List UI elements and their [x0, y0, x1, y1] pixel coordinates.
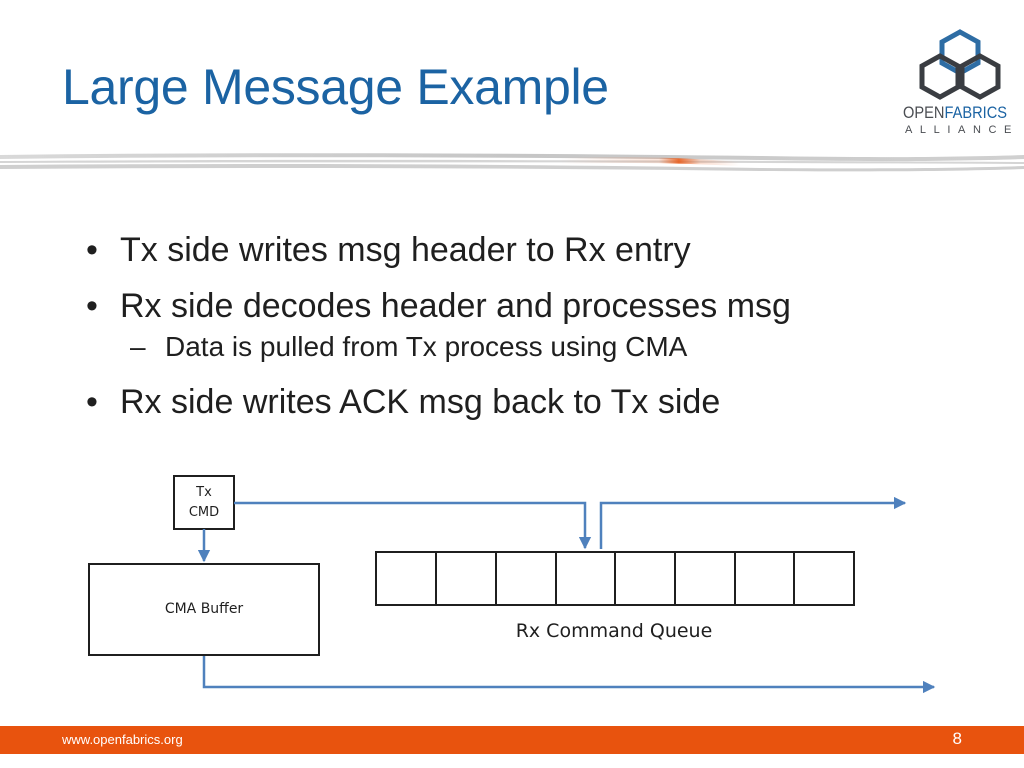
arrow-queue-to-right [599, 496, 907, 549]
header-divider [0, 153, 1024, 172]
footer-bar: www.openfabrics.org 8 [0, 726, 1024, 754]
footer-url: www.openfabrics.org [62, 732, 183, 747]
logo-word-fabrics: FABRICS [944, 103, 1008, 122]
queue-cell [555, 551, 616, 606]
rx-command-queue [375, 551, 855, 606]
cma-buffer-box [88, 563, 320, 656]
message-flow-diagram: Tx CMD CMA Buffer Rx Command Queue [0, 460, 1024, 710]
cma-buffer-label: CMA Buffer [164, 601, 244, 617]
openfabrics-logo-icon [919, 29, 1001, 100]
bullet-item: • Rx side decodes header and processes m… [82, 286, 982, 326]
bullet-dot: • [86, 287, 98, 325]
bullet-list: • Tx side writes msg header to Rx entry … [82, 230, 982, 438]
queue-cell [495, 551, 557, 606]
queue-cell [375, 551, 437, 606]
logo-wordmark: OPENFABRICS [903, 104, 1007, 122]
bullet-dot: • [86, 231, 98, 269]
diagram-canvas [88, 475, 936, 694]
queue-cell [614, 551, 676, 606]
bullet-item: • Rx side writes ACK msg back to Tx side [82, 382, 982, 422]
bullet-text: Tx side writes msg header to Rx entry [120, 231, 691, 269]
queue-cell [435, 551, 497, 606]
tx-cmd-label-line1: Tx [196, 485, 212, 500]
queue-cell [734, 551, 795, 606]
sub-bullet-item: – Data is pulled from Tx process using C… [82, 330, 982, 364]
tx-cmd-label-line2: CMD [188, 505, 220, 520]
logo-word-open: OPEN [903, 103, 945, 122]
sub-bullet-text: Data is pulled from Tx process using CMA [165, 331, 688, 362]
logo-subtitle: ALLIANCE [905, 124, 1019, 136]
sub-bullet-dash: – [130, 331, 146, 362]
tx-cmd-label: Tx CMD [174, 483, 234, 523]
arrow-tx-to-queue [234, 501, 592, 550]
rx-command-queue-label: Rx Command Queue [515, 620, 713, 642]
bullet-dot: • [86, 383, 98, 421]
queue-cell [674, 551, 736, 606]
queue-cell [793, 551, 855, 606]
bullet-text: Rx side decodes header and processes msg [120, 287, 791, 325]
bullet-item: • Tx side writes msg header to Rx entry [82, 230, 982, 270]
tx-cmd-box [173, 475, 235, 530]
page-number: 8 [952, 729, 962, 748]
arrow-cma-to-right [202, 656, 936, 694]
slide-title: Large Message Example [62, 59, 609, 115]
bullet-text: Rx side writes ACK msg back to Tx side [120, 383, 721, 421]
